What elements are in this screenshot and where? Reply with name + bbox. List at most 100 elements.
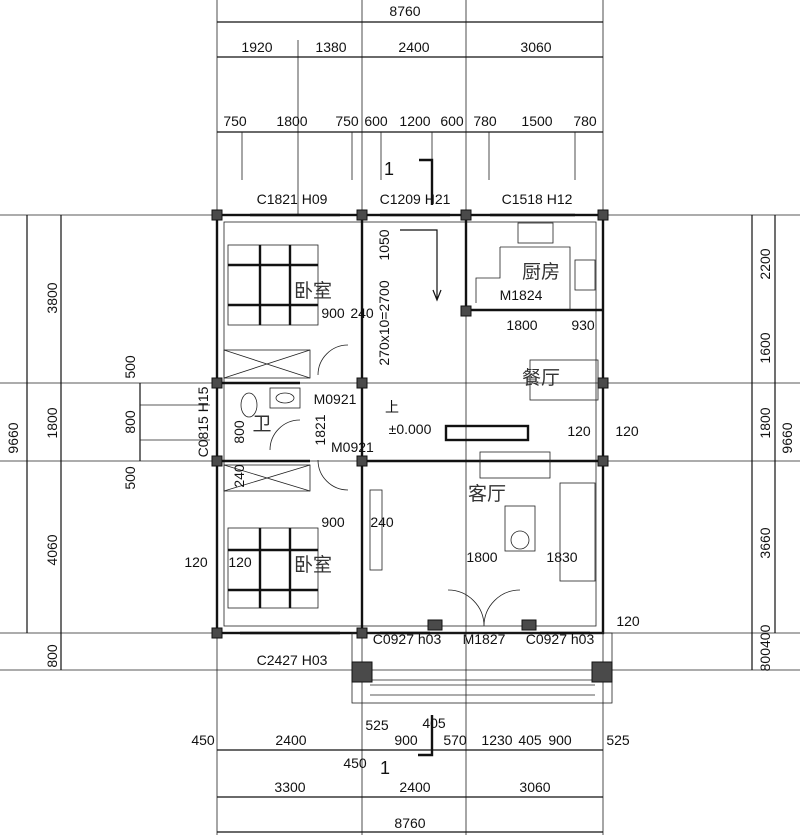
dim-left-window: 500 — [122, 466, 138, 490]
door-label: M1824 — [500, 287, 543, 303]
dim-top-opening: 750 — [223, 113, 247, 129]
dim-bottom-opening: 525 — [365, 717, 389, 733]
dim-bottom-opening: 450 — [191, 732, 215, 748]
dim-top-opening: 600 — [364, 113, 388, 129]
stair-label: 270x10=2700 — [376, 280, 392, 365]
dim-top-opening: 600 — [440, 113, 464, 129]
dim-label: 930 — [571, 317, 595, 333]
section-mark: 1 — [380, 758, 390, 778]
dim-label: 240 — [231, 464, 247, 488]
window-label: C0927 h03 — [373, 631, 442, 647]
bed-icon — [227, 527, 319, 609]
dim-label: 120 — [228, 554, 252, 570]
dining-table-icon — [529, 359, 599, 401]
dim-bottom-opening: 900 — [548, 732, 572, 748]
dim-top-opening: 1500 — [521, 113, 552, 129]
dim-label: 1800 — [466, 549, 497, 565]
dim-top-opening: 1200 — [399, 113, 430, 129]
dim-label: 1800 — [506, 317, 537, 333]
dim-right-total: 9660 — [779, 422, 795, 453]
door-label: M1827 — [463, 631, 506, 647]
kitchen-sink-icon — [517, 222, 554, 244]
armchair-icon — [479, 451, 551, 479]
dim-bottom-opening: 525 — [606, 732, 630, 748]
dim-bottom-opening: 570 — [443, 732, 467, 748]
window-label: C1209 H21 — [380, 191, 451, 207]
dim-label: 1050 — [376, 229, 392, 260]
dim-top-axis: 1920 — [241, 39, 272, 55]
dim-label: 1830 — [546, 549, 577, 565]
wardrobe-icon — [223, 464, 311, 492]
dim-top-total: 8760 — [389, 3, 420, 19]
sofa-icon — [559, 482, 596, 582]
coffee-table-icon — [504, 505, 536, 552]
room-kitchen: 厨房 — [522, 261, 560, 283]
room-dining: 餐厅 — [522, 367, 560, 389]
dim-left-axis: 800 — [44, 644, 60, 668]
window-label: C2427 H03 — [257, 652, 328, 668]
dim-right-axis: 1600 — [757, 332, 773, 363]
dim-left-window: 800 — [122, 410, 138, 434]
dim-label: 120 — [615, 423, 639, 439]
dim-top-opening: 780 — [473, 113, 497, 129]
dim-top-axis: 1380 — [315, 39, 346, 55]
stair-icon — [369, 489, 383, 571]
columns — [211, 209, 613, 683]
dim-label: 240 — [350, 305, 374, 321]
dim-bottom-axis: 2400 — [399, 779, 430, 795]
toilet-icon — [240, 392, 258, 418]
dim-top-axis: 2400 — [398, 39, 429, 55]
dim-top-opening: 750 — [335, 113, 359, 129]
section-mark: 1 — [384, 159, 394, 179]
dim-top-opening: 780 — [573, 113, 597, 129]
window-label: C0815 H15 — [195, 386, 211, 457]
dim-left-axis: 1800 — [44, 407, 60, 438]
level-label: ±0.000 — [389, 421, 432, 437]
dim-label: 900 — [321, 514, 345, 530]
bed-icon — [227, 244, 319, 326]
dim-bottom-opening: 405 — [422, 715, 446, 731]
dim-label: 900 — [321, 305, 345, 321]
walls — [215, 213, 613, 704]
tv-cabinet-icon — [444, 424, 530, 442]
sink-icon — [269, 387, 301, 409]
window-label: C1518 H12 — [502, 191, 573, 207]
dim-top-opening: 1800 — [276, 113, 307, 129]
dim-right-axis: 2200 — [757, 248, 773, 279]
dim-left-axis: 4060 — [44, 534, 60, 565]
door-label: M0921 — [314, 391, 357, 407]
dim-label: 120 — [616, 613, 640, 629]
room-bathroom: 卫 — [252, 413, 271, 435]
dim-right-axis: 800400 — [757, 624, 773, 671]
dim-left-total: 9660 — [5, 422, 21, 453]
door-label: 1821 — [312, 414, 328, 445]
room-bedroom: 卧室 — [294, 280, 332, 302]
dim-wall: 120 — [184, 554, 208, 570]
door-label: M0921 — [331, 439, 374, 455]
window-label: C1821 H09 — [257, 191, 328, 207]
dim-left-axis: 3800 — [44, 282, 60, 313]
stair-up-label: 上 — [385, 399, 399, 415]
dim-right-axis: 1800 — [757, 407, 773, 438]
dim-right-axis: 3660 — [757, 527, 773, 558]
dim-bottom-axis: 3300 — [274, 779, 305, 795]
dim-label: 240 — [370, 514, 394, 530]
dim-bottom-axis: 3060 — [519, 779, 550, 795]
dim-bottom-opening: 900 — [394, 732, 418, 748]
dim-bottom-opening: 2400 — [275, 732, 306, 748]
window-label: C0927 h03 — [526, 631, 595, 647]
room-living: 客厅 — [468, 483, 506, 505]
dim-top-axis: 3060 — [520, 39, 551, 55]
dim-bottom-opening: 1230 — [481, 732, 512, 748]
dim-bottom-opening: 405 — [518, 732, 542, 748]
dim-bottom-total: 8760 — [394, 815, 425, 831]
wardrobe-icon — [223, 349, 311, 379]
furniture — [223, 158, 599, 757]
dim-label: 800 — [231, 420, 247, 444]
room-bedroom: 卧室 — [294, 554, 332, 576]
dim-left-window: 500 — [122, 355, 138, 379]
stove-icon — [574, 259, 596, 291]
dim-bottom-opening: 450 — [343, 755, 367, 771]
dim-label: 120 — [567, 423, 591, 439]
